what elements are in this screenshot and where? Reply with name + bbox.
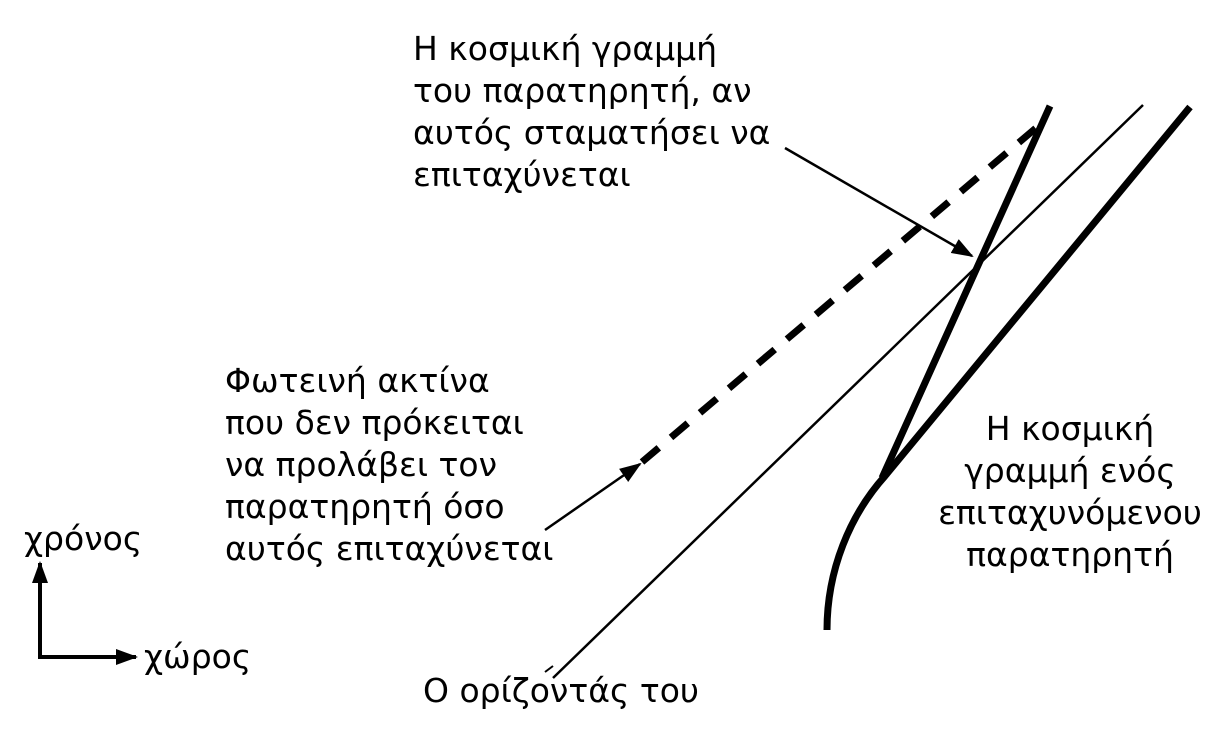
label-line: αυτός σταματήσει να	[413, 113, 771, 152]
pointer-arrow-stop-accelerating	[784, 146, 974, 258]
light-ray-dashed-line	[639, 125, 1039, 465]
accelerating-observer-worldline	[823, 104, 1193, 631]
label-line: Φωτεινή ακτίνα	[225, 361, 490, 400]
label-line: παρατηρητή όσο	[225, 487, 505, 526]
label-line: γραμμή ενός	[964, 451, 1176, 490]
label-axis-time: χρόνος	[24, 519, 143, 558]
label-stop-accelerating: Η κοσμική γραμμή του παρατηρητή, αν αυτό…	[413, 28, 770, 196]
label-accelerating-observer: Η κοσμική γραμμή ενός επιταχυνόμενου παρ…	[935, 408, 1205, 576]
inertial-worldline	[878, 104, 1054, 480]
label-line: παρατηρητή	[966, 535, 1174, 574]
label-line: που δεν πρόκειται	[225, 403, 524, 442]
horizon-line	[552, 104, 1144, 679]
pointer-arrow-horizon	[544, 665, 554, 673]
label-line: να προλάβει τον	[225, 445, 498, 484]
pointer-arrow-light-ray	[544, 462, 642, 532]
label-line: του παρατηρητή, αν	[413, 71, 752, 110]
label-line: επιταχύνεται	[413, 155, 631, 194]
label-line: επιταχυνόμενου	[938, 493, 1202, 532]
label-line: αυτός επιταχύνεται	[225, 529, 554, 568]
label-light-ray: Φωτεινή ακτίνα που δεν πρόκειται να προλ…	[225, 360, 553, 570]
label-line: Η κοσμική	[985, 409, 1155, 448]
label-axis-space: χώρος	[144, 637, 252, 676]
label-line: Η κοσμική γραμμή	[413, 29, 718, 68]
label-horizon: Ο ορίζοντάς του	[423, 671, 699, 710]
